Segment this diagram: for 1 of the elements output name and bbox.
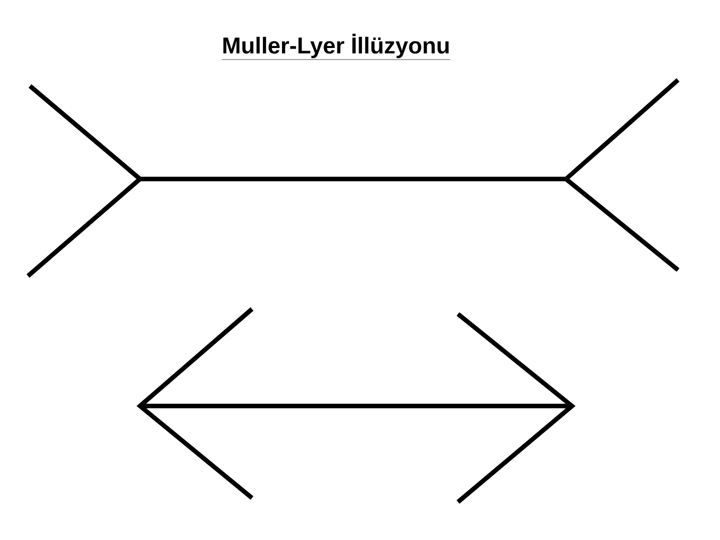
title: Muller-Lyer İllüzyonu bbox=[222, 34, 450, 60]
